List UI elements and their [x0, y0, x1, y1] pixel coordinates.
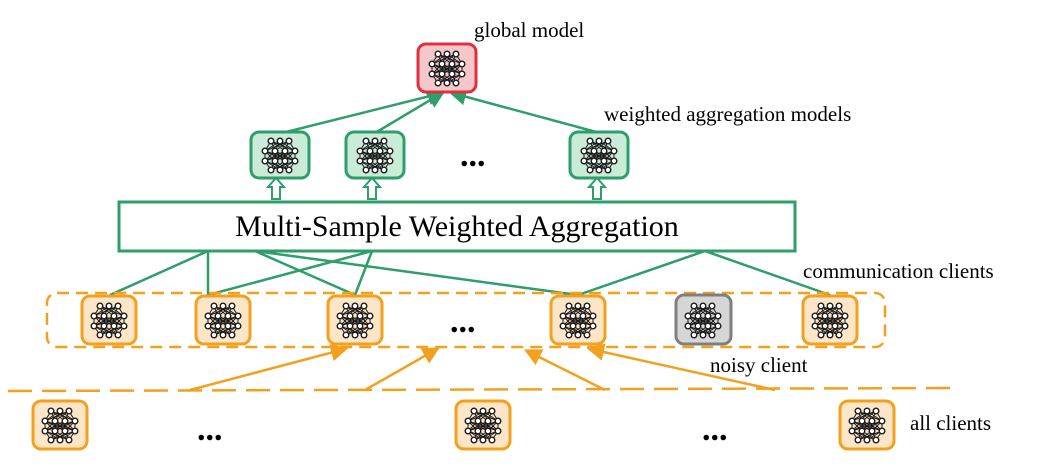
- noisy-client-label: noisy client: [710, 353, 808, 377]
- all-client-3: [838, 399, 896, 451]
- client-box: [326, 294, 384, 346]
- global-model-box: [416, 42, 478, 94]
- all-clients-ellipsis-2: ...: [702, 411, 728, 448]
- all-clients-ellipsis-1: ...: [197, 411, 223, 448]
- hollow-up-arrows: [265, 176, 608, 200]
- aggregation-model-box: [568, 130, 630, 180]
- all-client-2: [454, 399, 512, 451]
- edge-client2b-to-box: [207, 249, 373, 297]
- communication-client-6: [801, 294, 859, 346]
- communication-client-2: [194, 294, 252, 346]
- client-box: [801, 294, 859, 346]
- separator-line: [7, 386, 959, 393]
- edge-sample-3: [523, 349, 606, 392]
- global-model-node: [416, 42, 478, 94]
- aggregation-model-box: [344, 130, 406, 180]
- client-box: [194, 294, 252, 346]
- edge-agg1-to-global: [281, 87, 446, 135]
- edge-sample-1: [189, 344, 349, 392]
- aggregation-model-3: [568, 130, 630, 180]
- aggregation-box: [117, 200, 797, 253]
- all-clients-label: all clients: [910, 411, 991, 435]
- green-connections: [109, 87, 831, 297]
- edge-client3b-to-box: [353, 250, 374, 296]
- all-client-1: [31, 399, 89, 451]
- edge-client4-to-box: [254, 249, 579, 297]
- edge-client4b-to-box: [577, 249, 706, 297]
- noisy-client-box: [674, 293, 733, 346]
- communication-clients-ellipsis: ...: [450, 303, 476, 340]
- weighted-aggregation-models-label: weighted aggregation models: [604, 102, 851, 126]
- communication-clients-group: [45, 291, 887, 349]
- client-box: [454, 399, 512, 451]
- aggregation-model-box: [249, 130, 311, 180]
- orange-connections: [189, 343, 776, 392]
- communication-client-3: [326, 294, 384, 346]
- aggregation-model-2: [344, 130, 406, 180]
- client-box: [838, 399, 896, 451]
- edge-agg3-to-global: [448, 88, 601, 135]
- client-box: [31, 399, 89, 451]
- edge-sample-2: [364, 347, 441, 392]
- edge-client1-to-box: [109, 249, 209, 297]
- communication-client-4: [549, 294, 607, 346]
- noisy-client: [674, 293, 733, 346]
- aggregation-models-ellipsis: ...: [460, 137, 486, 174]
- up-arrow-2: [361, 176, 383, 200]
- edge-client6-to-box: [704, 249, 831, 297]
- communication-clients-label: communication clients: [803, 259, 994, 283]
- edge-agg2-to-global: [374, 91, 446, 135]
- client-box: [80, 294, 138, 346]
- communication-client-1: [80, 294, 138, 346]
- edge-sample-4: [586, 343, 776, 392]
- up-arrow-3: [586, 176, 608, 200]
- client-box: [549, 294, 607, 346]
- aggregation-box-label: Multi-Sample Weighted Aggregation: [235, 210, 679, 243]
- up-arrow-1: [265, 176, 287, 200]
- global-model-label: global model: [474, 18, 584, 42]
- aggregation-model-1: [249, 130, 311, 180]
- edge-client3-to-box: [254, 249, 356, 297]
